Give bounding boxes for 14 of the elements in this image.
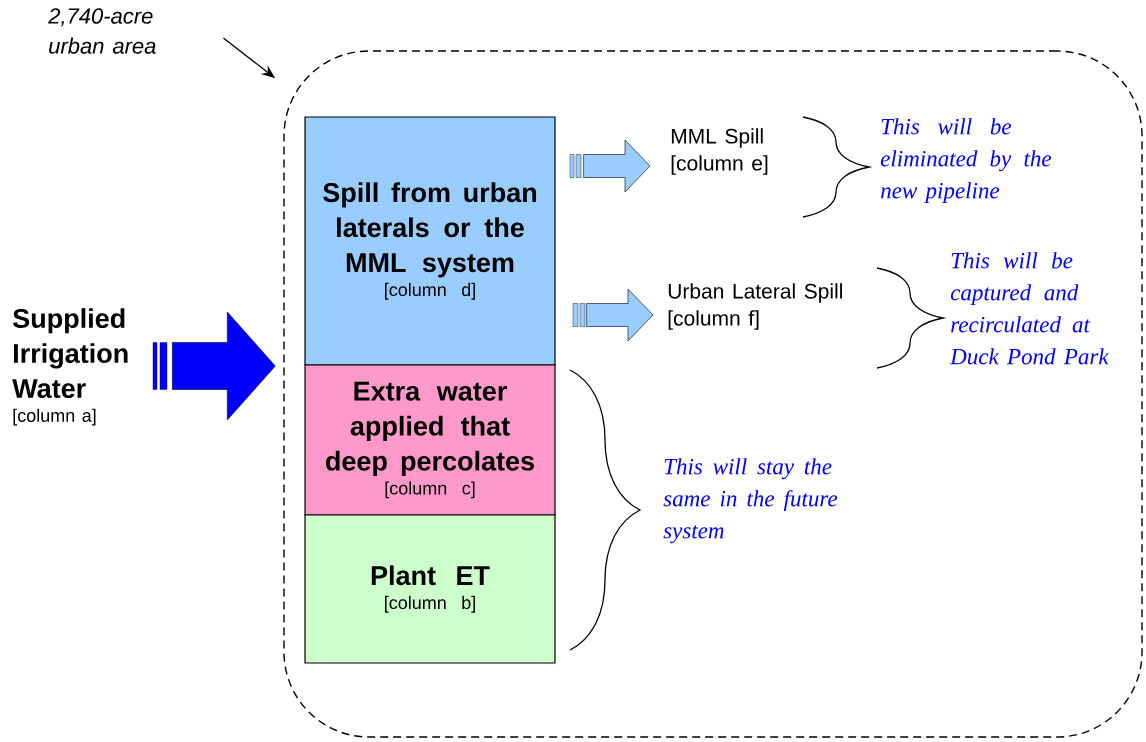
water-budget-box: Extra water applied that deep percolates [column c]: [304, 364, 556, 516]
note-text: This will stay the same in the future system: [663, 458, 838, 544]
area-label: 2,740-acre urban area: [48, 8, 156, 54]
inflow-label: Supplied Irrigation Water [column a]: [12, 308, 128, 426]
urban-area-boundary: [283, 50, 1143, 738]
spill-label: MML Spill [column e]: [671, 128, 768, 175]
spill-label: Urban Lateral Spill [column f]: [668, 283, 842, 330]
note-text: This will be captured and recirculated at Duck Pond Park: [949, 252, 1109, 365]
water-budget-box: Spill from urban laterals or the MML system [column d]: [304, 116, 556, 366]
note-text: This will be eliminated by the new pipeline: [880, 118, 1052, 204]
block-arrow: [572, 288, 654, 342]
water-budget-box: Plant ET [column b]: [304, 514, 556, 664]
block-arrow: [152, 311, 276, 421]
block-arrow: [569, 139, 651, 193]
